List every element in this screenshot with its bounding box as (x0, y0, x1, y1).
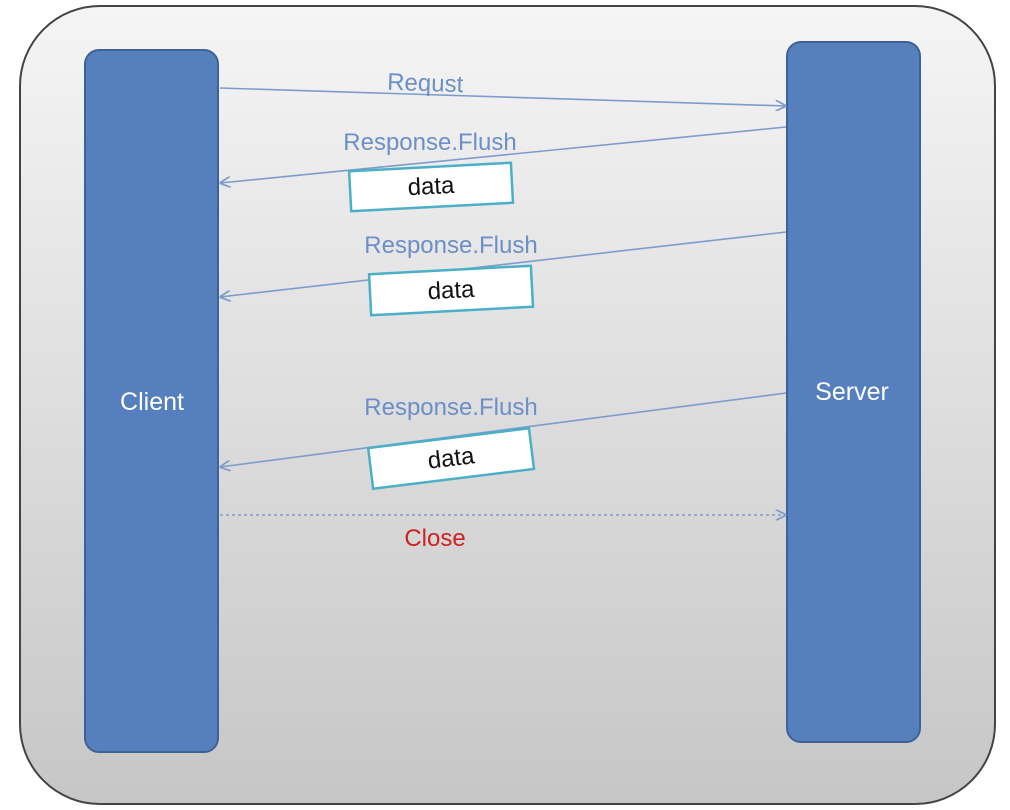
flush-label-2: Response.Flush (364, 232, 537, 259)
flush-arrow-3 (220, 392, 787, 467)
payload-box-3: data (366, 426, 536, 491)
server-lifeline: Server (786, 41, 921, 743)
payload-label-2: data (427, 276, 476, 305)
flush-arrow-2 (220, 231, 787, 297)
flush-label-1: Response.Flush (343, 129, 516, 156)
close-label: Close (404, 525, 465, 552)
payload-label-3: data (426, 442, 476, 475)
flush-arrow-1 (220, 126, 787, 183)
close-message: Close (220, 515, 786, 552)
flush-message-3: Response.Flush data (220, 392, 787, 491)
flush-message-2: Response.Flush data (220, 231, 787, 317)
request-label: Requst (387, 69, 464, 98)
flush-label-3: Response.Flush (364, 394, 537, 421)
payload-box-2: data (367, 264, 535, 317)
request-arrow (219, 87, 786, 106)
client-label: Client (120, 388, 184, 416)
flush-message-1: Response.Flush data (220, 126, 787, 213)
request-message: Requst (219, 69, 786, 106)
payload-label-1: data (407, 172, 456, 201)
payload-box-1: data (347, 161, 515, 213)
client-lifeline: Client (84, 49, 219, 753)
server-label: Server (815, 378, 889, 406)
diagram-panel (19, 5, 996, 805)
